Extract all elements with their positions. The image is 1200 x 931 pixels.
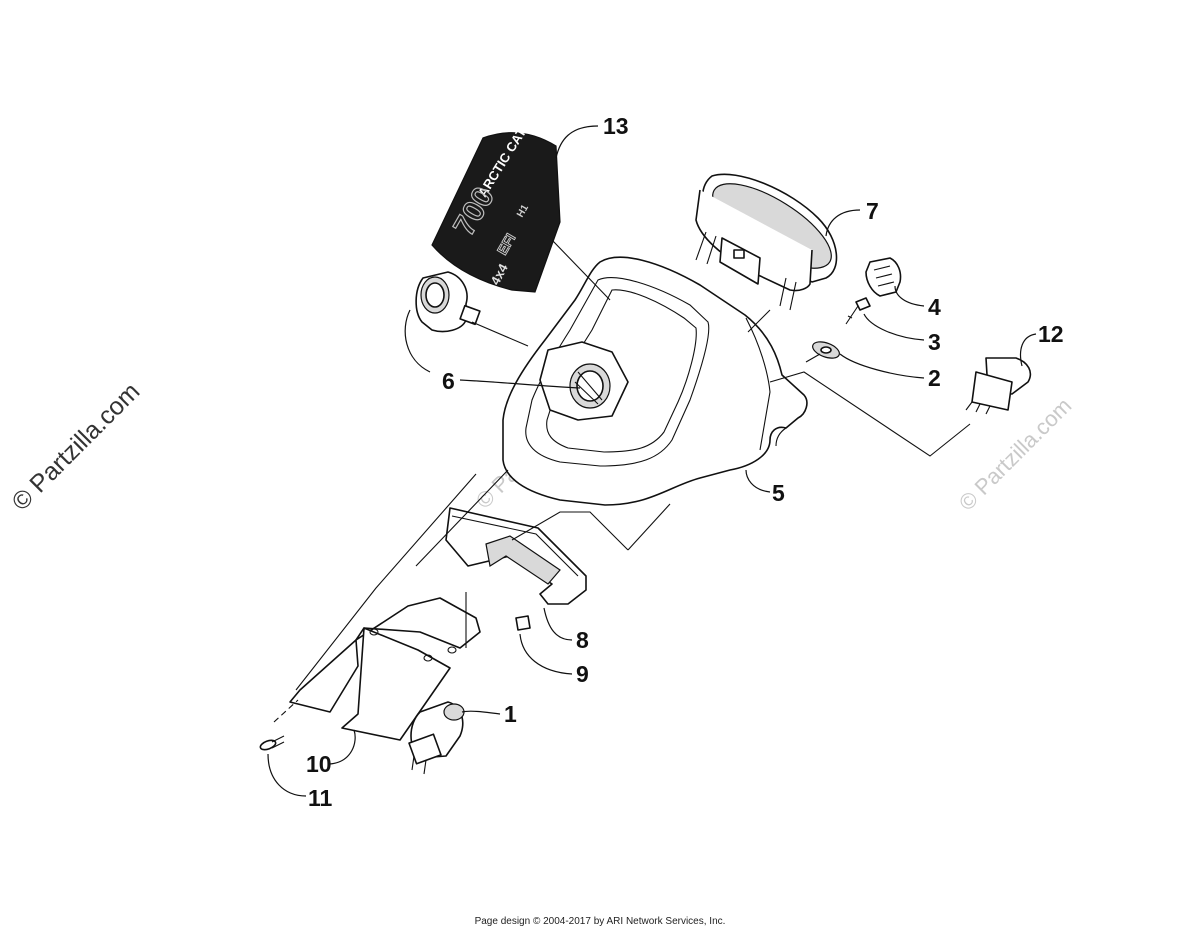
callout-2: 2 (928, 365, 941, 391)
callout-4: 4 (928, 294, 941, 320)
part-13-decal[interactable]: ARCTIC CAT 700 H1 EFI 4x4 (431, 125, 561, 293)
callout-10: 10 (306, 751, 332, 777)
part-9-nut[interactable] (515, 615, 531, 631)
callout-8: 8 (576, 627, 589, 653)
callout-1: 1 (504, 701, 517, 727)
alignment-lines (273, 239, 971, 723)
part-11-rivet[interactable] (259, 735, 285, 751)
watermark-faint-right: © Partzilla.com (954, 393, 1077, 516)
part-6-socket-assembly[interactable] (415, 271, 629, 421)
callout-3: 3 (928, 329, 941, 355)
page-footer: Page design © 2004-2017 by ARI Network S… (474, 916, 726, 927)
watermark-side: © Partzilla.com (6, 377, 145, 516)
callout-leaders (267, 125, 1037, 797)
part-10-bracket[interactable] (289, 597, 481, 741)
part-2-grommet[interactable] (810, 339, 841, 362)
callout-13: 13 (603, 113, 629, 139)
callout-6: 6 (442, 368, 455, 394)
part-12-rocker-switch[interactable] (965, 357, 1032, 415)
part-7-gauge[interactable] (695, 168, 843, 311)
part-8-bezel[interactable] (445, 507, 587, 605)
part-3-key[interactable] (845, 297, 871, 325)
part-5-dash-housing[interactable] (502, 256, 808, 506)
callout-11: 11 (308, 785, 333, 811)
callout-5: 5 (772, 480, 785, 506)
callout-7: 7 (866, 198, 879, 224)
callout-12: 12 (1038, 321, 1064, 347)
callout-labels: 13 7 4 3 2 12 5 6 8 9 1 10 11 (306, 113, 1064, 811)
callout-9: 9 (576, 661, 589, 687)
